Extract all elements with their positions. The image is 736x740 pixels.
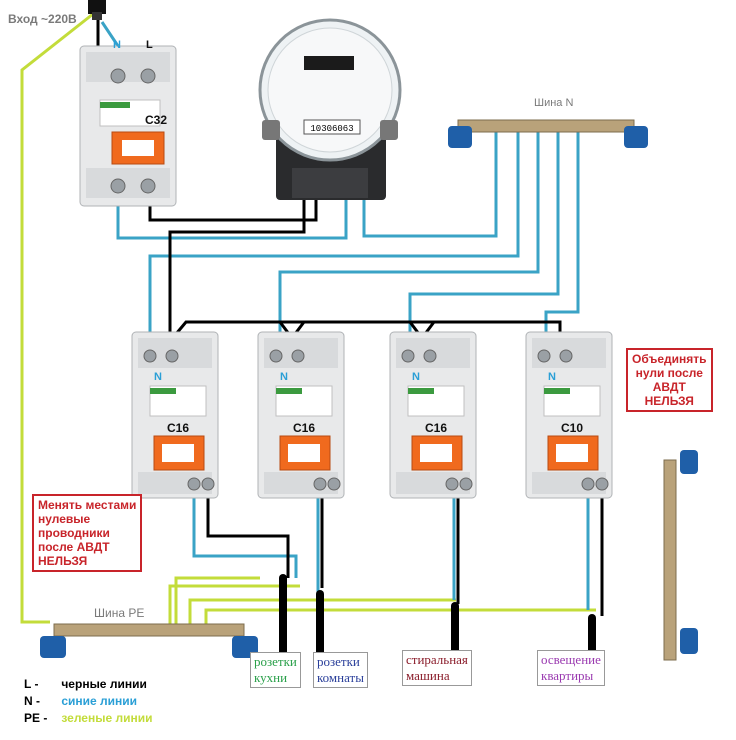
rcbo-3-rating: C16 (425, 421, 447, 435)
load-label-kitchen-sockets: розетки кухни (250, 652, 301, 688)
rcbo-group: C16 N C16 N C16 N C10 N (131, 331, 613, 499)
main-breaker-rating: C32 (145, 113, 167, 127)
rcbo-3-n-label: N (412, 371, 420, 383)
rcbo-1-n-label: N (154, 371, 162, 383)
bus-n-label: Шина N (534, 97, 574, 109)
electricity-meter (258, 18, 402, 200)
rcbo-4: C10 N (525, 331, 613, 499)
rcbo-2-n-label: N (280, 371, 288, 383)
rcbo-4-n-label: N (548, 371, 556, 383)
rcbo-1-rating: C16 (167, 421, 189, 435)
rcbo-4-rating: C10 (561, 421, 583, 435)
main-breaker-c32 (79, 45, 177, 207)
pe-bus-bar (40, 623, 258, 658)
load-cable-ends (279, 574, 596, 656)
legend-phase-key: L - (24, 677, 39, 691)
load-label-washing-machine: стиральная машина (402, 650, 472, 686)
bus-pe-label: Шина PE (94, 606, 145, 620)
load-label-room-sockets: розетки комнаты (313, 652, 368, 688)
spare-vertical-bus-bar (663, 450, 698, 661)
meter-reading: 10306063 (310, 124, 353, 134)
legend-neutral-key: N - (24, 694, 40, 708)
neutral-wires (100, 21, 590, 610)
rcbo-2: C16 N (257, 331, 345, 499)
neutral-bus-bar (448, 119, 648, 148)
main-breaker-n-label: N (113, 39, 121, 51)
rcbo-3: C16 N (389, 331, 477, 499)
input-label: Вход ~220В (8, 12, 77, 26)
legend-phase-text: черные линии (61, 677, 147, 691)
rcbo-1: C16 N (131, 331, 219, 499)
legend-earth: PE - зеленые линии (24, 711, 152, 725)
main-breaker-l-label: L (146, 39, 153, 51)
input-terminal-block (88, 0, 106, 20)
rcbo-2-rating: C16 (293, 421, 315, 435)
warning-swap-neutrals: Менять местами нулевые проводники после … (32, 494, 143, 572)
warning-merge-neutrals: Объединять нули после АВДТ НЕЛЬЗЯ (626, 348, 713, 412)
legend-neutral-text: синие линии (61, 694, 138, 708)
legend-earth-key: PE - (24, 711, 48, 725)
load-label-lighting: освещение квартиры (537, 650, 605, 686)
legend-phase: L - черные линии (24, 677, 147, 691)
legend-earth-text: зеленые линии (61, 711, 153, 725)
legend-neutral: N - синие линии (24, 694, 137, 708)
